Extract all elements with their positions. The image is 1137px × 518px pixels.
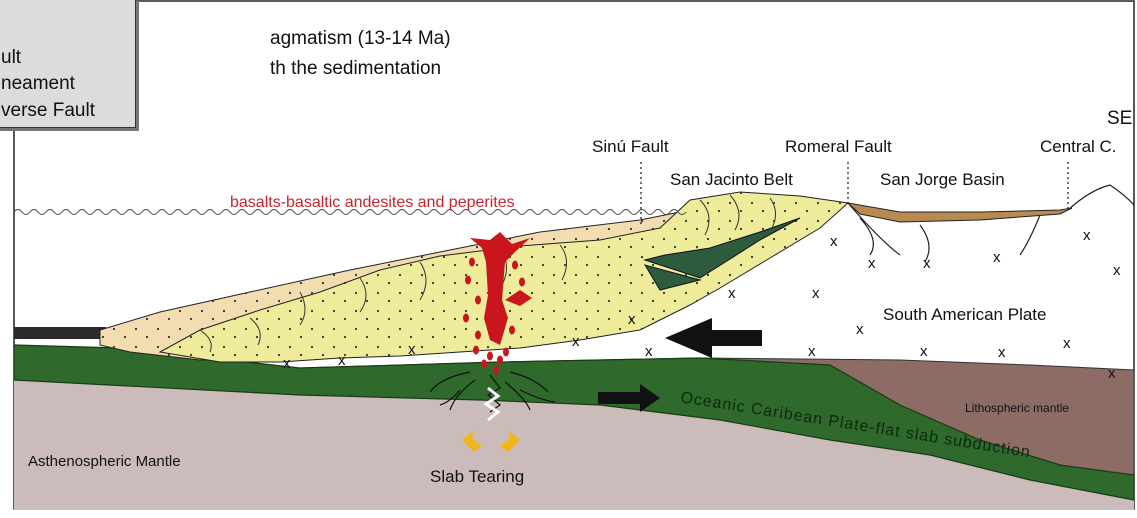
legend-box: ult neament verse Fault — [0, 0, 136, 128]
magma-droplet — [465, 276, 471, 285]
x-mark: x — [1063, 335, 1071, 352]
header-line-1: agmatism (13-14 Ma) — [270, 28, 451, 49]
x-mark: x — [1083, 227, 1091, 244]
magma-droplet — [503, 348, 509, 357]
x-mark: x — [645, 343, 653, 360]
label-san-jacinto: San Jacinto Belt — [670, 170, 793, 189]
x-mark: x — [283, 355, 291, 372]
x-mark: x — [338, 352, 346, 369]
x-mark: x — [923, 255, 931, 272]
x-mark: x — [998, 344, 1006, 361]
label-central-c: Central C. — [1040, 137, 1117, 156]
x-mark: x — [920, 343, 928, 360]
magma-droplet — [463, 314, 469, 323]
x-mark: x — [993, 249, 1001, 266]
label-se: SE — [1107, 108, 1132, 129]
magma-droplet — [469, 258, 475, 267]
x-mark: x — [812, 285, 820, 302]
label-slab-tearing: Slab Tearing — [430, 467, 524, 486]
magma-droplet — [487, 352, 493, 361]
legend-item-reverse-fault: verse Fault — [1, 100, 95, 122]
x-mark: x — [728, 285, 736, 302]
x-mark: x — [572, 333, 580, 350]
label-san-jorge: San Jorge Basin — [880, 170, 1005, 189]
magma-droplet — [475, 331, 481, 340]
magma-droplet — [473, 346, 479, 355]
x-mark: x — [408, 341, 416, 358]
magma-droplet — [481, 360, 487, 369]
label-south-american-plate: South American Plate — [883, 305, 1046, 324]
x-mark: x — [808, 343, 816, 360]
header-line-2: th the sedimentation — [270, 58, 441, 79]
x-mark: x — [628, 311, 636, 328]
x-mark: x — [1108, 365, 1116, 382]
label-sinu-fault: Sinú Fault — [592, 137, 669, 156]
left-crust-strip — [14, 327, 106, 339]
label-asthenospheric-mantle: Asthenospheric Mantle — [28, 453, 181, 470]
x-mark: x — [868, 255, 876, 272]
label-romeral-fault: Romeral Fault — [785, 137, 892, 156]
legend-item-fault: ult — [1, 47, 21, 69]
magma-droplet — [497, 356, 503, 365]
magma-droplet — [519, 278, 525, 287]
magma-droplet — [512, 261, 518, 270]
x-mark: x — [856, 321, 864, 338]
magma-droplet — [475, 296, 481, 305]
magma-droplet — [493, 366, 499, 375]
label-basalts: basalts-basaltic andesites and peperites — [230, 194, 515, 211]
magma-droplet — [509, 326, 515, 335]
legend-item-lineament: neament — [1, 73, 75, 95]
x-mark: x — [1113, 262, 1121, 279]
x-mark: x — [830, 233, 838, 250]
label-lithospheric-mantle: Lithospheric mantle — [965, 401, 1069, 415]
